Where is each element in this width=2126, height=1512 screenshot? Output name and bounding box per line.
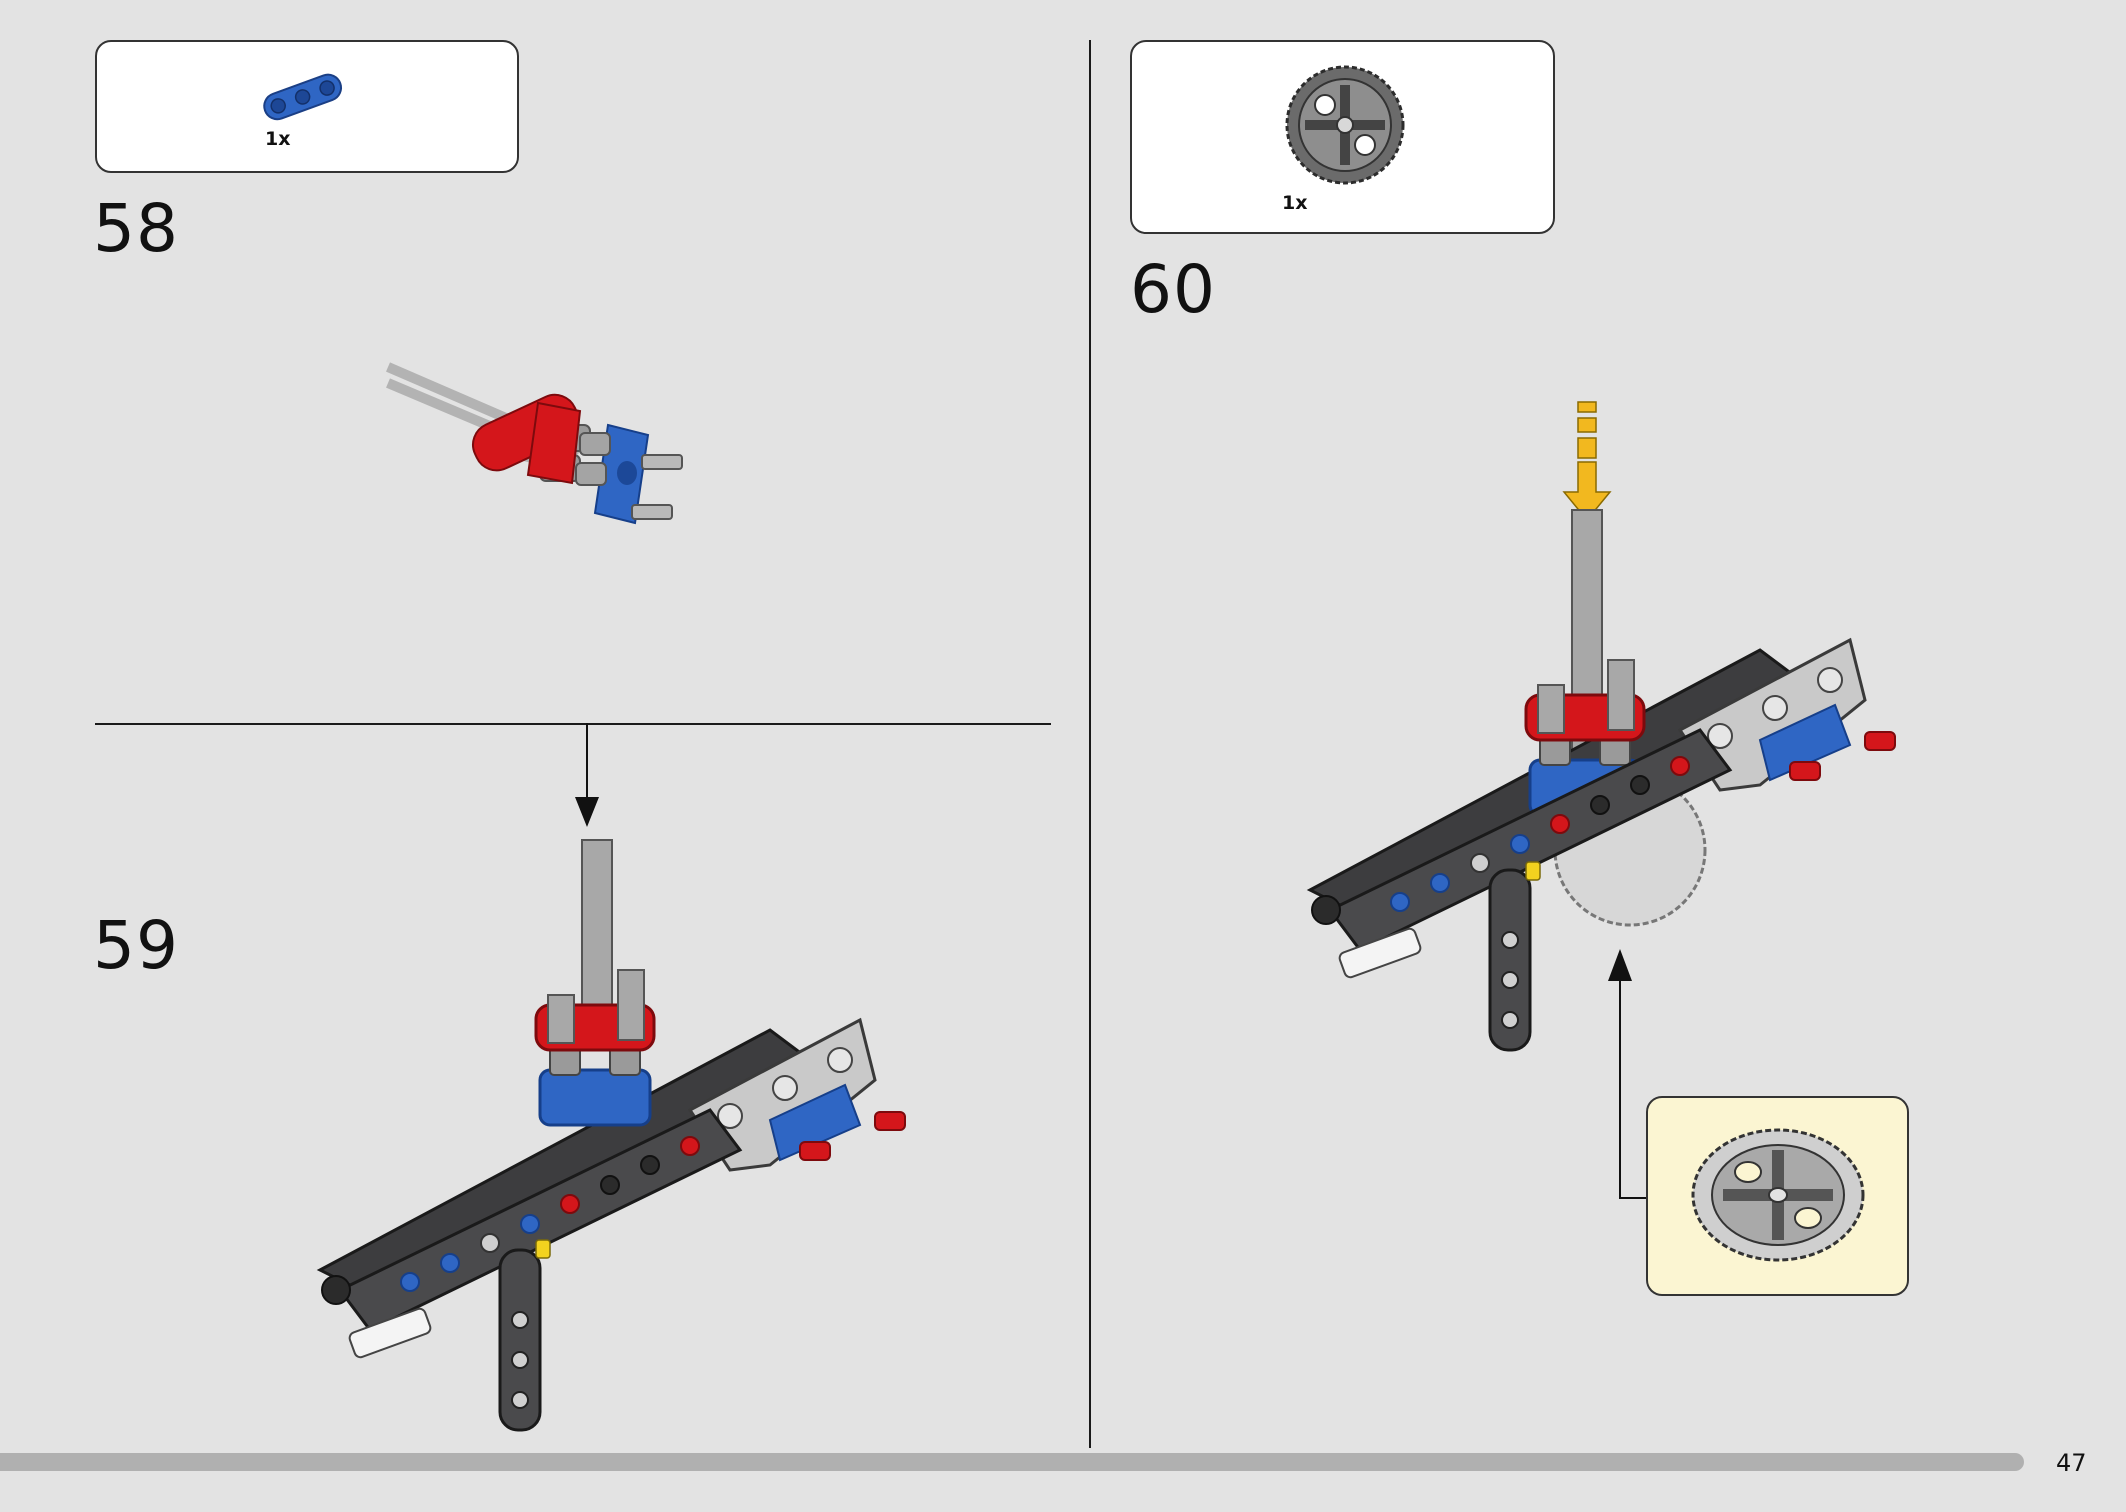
gear-callout-icon xyxy=(1691,1128,1865,1262)
step-60-parts-box: 1x xyxy=(1130,40,1555,234)
callout-pointer-arrow xyxy=(1608,949,1648,1199)
step-60-part-qty: 1x xyxy=(1282,192,1308,214)
step-59-insert-arrow xyxy=(575,723,599,827)
step-60-number: 60 xyxy=(1130,251,1216,328)
step-58-part-qty: 1x xyxy=(265,128,291,150)
step-60-model xyxy=(1306,509,1896,1052)
step-60-insert-arrow xyxy=(1562,401,1612,522)
step-58-number: 58 xyxy=(93,190,179,267)
blue-beam-part-icon xyxy=(263,73,343,121)
step-58-model xyxy=(386,362,683,525)
gear-callout-box xyxy=(1646,1096,1909,1296)
step-divider-vertical xyxy=(1089,40,1091,1448)
step-59-model xyxy=(316,839,906,1432)
step-divider-horizontal xyxy=(95,723,1051,725)
step-58-parts-box: 1x xyxy=(95,40,519,173)
page-progress-bar xyxy=(0,1453,2024,1471)
gear-part-icon xyxy=(1285,65,1405,185)
step-59-number: 59 xyxy=(93,907,179,984)
page-number: 47 xyxy=(2056,1449,2087,1477)
